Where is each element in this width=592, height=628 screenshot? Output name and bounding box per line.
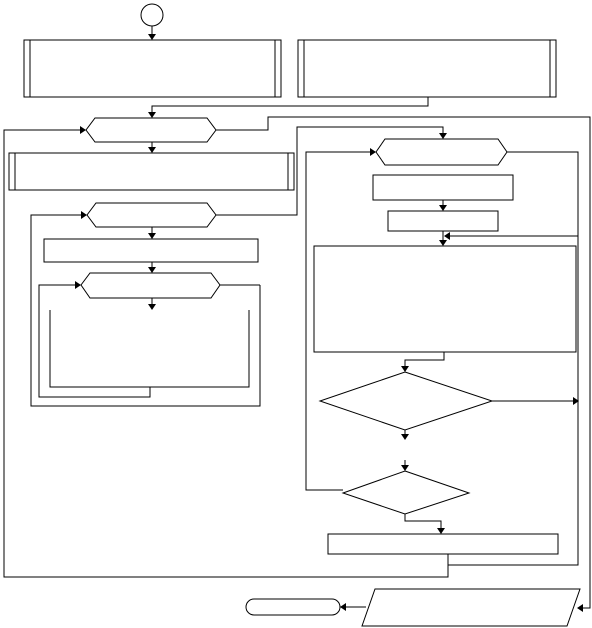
arrowhead <box>401 434 409 440</box>
arrowhead <box>148 233 156 239</box>
arrowhead <box>439 205 447 211</box>
arrowhead <box>401 465 409 471</box>
arrowhead <box>439 133 447 139</box>
connector-right-box-to-outer-loop <box>151 97 429 112</box>
connector-middle-loop-exit <box>216 126 444 216</box>
connector-decision-2-down <box>404 514 442 528</box>
arrowhead <box>148 147 156 153</box>
arrowhead <box>370 148 376 156</box>
arrowhead <box>148 267 156 273</box>
arrowhead <box>148 304 156 310</box>
arrowhead <box>81 211 87 219</box>
start-connector <box>140 3 164 27</box>
arrowhead <box>75 281 81 289</box>
connector-large-box-to-decision <box>404 352 445 366</box>
process-box-right-1 <box>372 174 514 201</box>
arrowhead <box>577 604 583 612</box>
arrowhead <box>148 112 156 118</box>
output-parallelogram <box>361 588 581 627</box>
arrowhead <box>437 528 445 534</box>
predefined-process-wide <box>8 152 295 191</box>
middle-loop-frame <box>30 214 261 407</box>
right-loop-hexagon <box>375 138 508 166</box>
arrowhead <box>444 232 450 240</box>
inner-loop-hexagon <box>80 272 221 299</box>
middle-loop-hexagon <box>86 202 217 228</box>
arrowhead <box>573 397 579 405</box>
predefined-process-left <box>23 39 282 98</box>
outer-loop-frame <box>3 129 449 578</box>
end-terminator <box>245 598 341 616</box>
arrowhead <box>401 366 409 372</box>
decision-diamond-1 <box>318 371 494 431</box>
process-box-large <box>313 245 577 353</box>
right-loop-frame <box>305 151 370 491</box>
arrowhead <box>340 603 346 611</box>
outer-loop-hexagon <box>85 117 217 143</box>
connector-outer-loop-to-right-column <box>216 116 591 609</box>
arrowhead <box>80 126 86 134</box>
arrowhead <box>439 240 447 246</box>
connector-right-loop-exit <box>448 151 579 566</box>
process-box-right-2 <box>387 210 499 232</box>
predefined-process-right <box>297 39 557 98</box>
inner-process-block <box>49 310 250 388</box>
decision-diamond-2 <box>341 470 471 515</box>
process-box-left-1 <box>43 238 259 263</box>
process-box-bottom <box>327 533 559 555</box>
inner-loop-frame <box>38 284 151 398</box>
arrowhead <box>148 34 156 40</box>
